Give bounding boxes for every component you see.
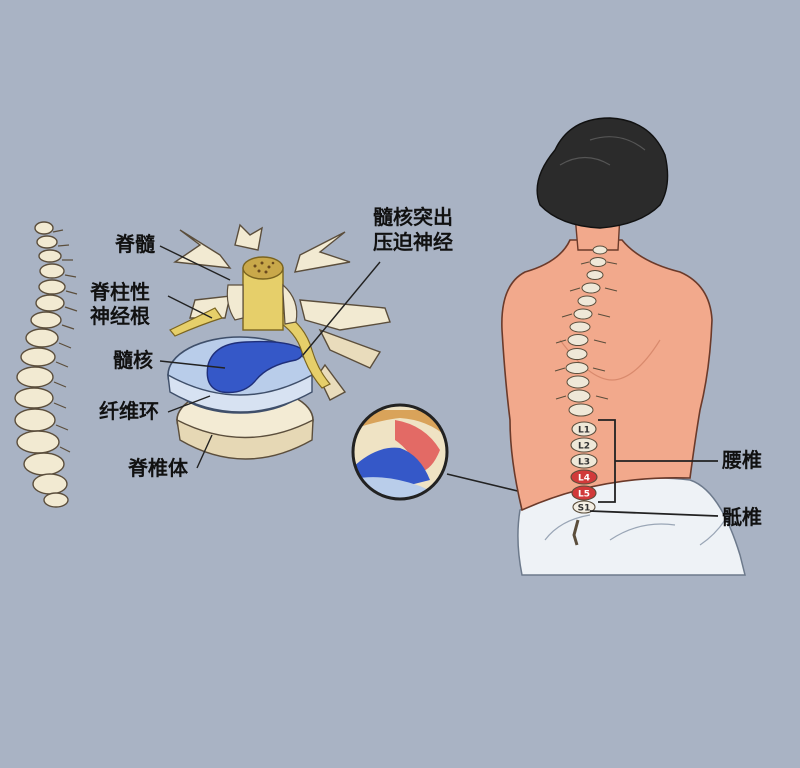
vertebra-anatomy [167, 223, 391, 460]
vertebra-label-s1: S1 [578, 504, 591, 514]
vertebra-label-l1: L1 [578, 426, 590, 436]
lumbar-bracket [589, 419, 719, 517]
label-vertebral-body: 脊椎体 [128, 456, 188, 480]
vertebra-l4: L4 [570, 469, 598, 485]
label-sacral: 骶椎 [722, 505, 762, 529]
label-nerve-root-line2: 神经根 [90, 304, 150, 328]
label-lumbar: 腰椎 [722, 448, 762, 472]
vertebra-label-l3: L3 [578, 458, 590, 468]
leader-lines [159, 245, 381, 469]
vertebra-l5: L5 [571, 485, 597, 501]
vertebra-l3: L3 [570, 453, 598, 469]
vertebra-s1: S1 [572, 500, 596, 514]
vertebra-label-l2: L2 [578, 442, 590, 452]
label-nucleus: 髓核 [113, 348, 153, 372]
label-herniation-line1: 髓核突出 [373, 205, 453, 229]
vertebra-label-l4: L4 [578, 474, 590, 484]
magnified-herniation-view [351, 403, 449, 501]
label-annulus: 纤维环 [99, 399, 159, 423]
label-herniation-line2: 压迫神经 [373, 230, 453, 254]
vertebra-label-l5: L5 [578, 490, 590, 500]
label-spinal-cord: 脊髓 [115, 232, 155, 256]
label-nerve-root-line1: 脊柱性 [90, 280, 150, 304]
vertebra-l2: L2 [570, 437, 598, 453]
vertebra-l1: L1 [571, 421, 597, 437]
spine-column-side-view [14, 221, 69, 508]
